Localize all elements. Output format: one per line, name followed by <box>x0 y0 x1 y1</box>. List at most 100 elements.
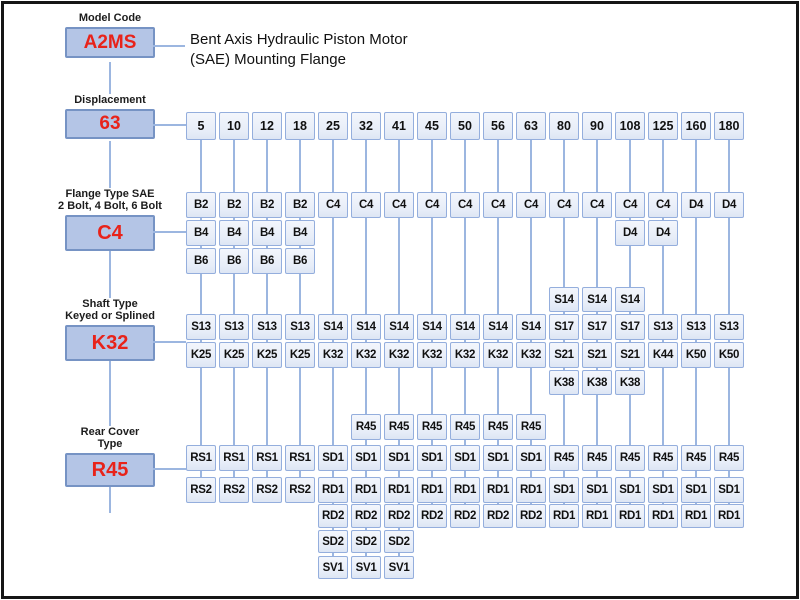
grid-cell-rear-5: SV1 <box>318 556 348 579</box>
grid-cell-rear-3: RD2 <box>450 504 480 528</box>
grid-cell-flange-1: B2 <box>252 192 282 218</box>
grid-cell-flange-1: C4 <box>417 192 447 218</box>
connector-displacement-flange-v <box>109 141 111 188</box>
grid-cell-rear-1: SD1 <box>516 445 546 471</box>
grid-cell-flange-1: B2 <box>285 192 315 218</box>
grid-cell-flange-3: B6 <box>186 248 216 274</box>
grid-cell-shaft-1: S17 <box>582 314 612 340</box>
grid-cell-shaft-2: S21 <box>582 342 612 368</box>
grid-cell-rear-1: SD1 <box>318 445 348 471</box>
grid-cell-rear-1: R45 <box>549 445 579 471</box>
grid-cell-displacement: 45 <box>417 112 447 140</box>
grid-cell-shaft-2: K50 <box>714 342 744 368</box>
grid-cell-flange-1: D4 <box>681 192 711 218</box>
grid-cell-shaft-1: S13 <box>186 314 216 340</box>
title-line-1: Bent Axis Hydraulic Piston Motor <box>190 31 408 48</box>
grid-cell-rear-3: RD2 <box>351 504 381 528</box>
grid-cell-displacement: 180 <box>714 112 744 140</box>
grid-cell-shaft-1: S17 <box>549 314 579 340</box>
shaft-type-label: Shaft Type Keyed or Splined <box>30 298 190 322</box>
grid-cell-displacement: 18 <box>285 112 315 140</box>
grid-cell-displacement: 32 <box>351 112 381 140</box>
flange-type-value-box: C4 <box>65 215 155 251</box>
grid-cell-flange-1: B2 <box>219 192 249 218</box>
grid-cell-rear-upper: R45 <box>417 414 447 440</box>
grid-cell-rear-5: SV1 <box>384 556 414 579</box>
grid-cell-rear-3: RD1 <box>582 504 612 528</box>
flange-type-label-line2: 2 Bolt, 4 Bolt, 6 Bolt <box>58 200 162 212</box>
grid-cell-shaft-2: S21 <box>549 342 579 368</box>
grid-cell-displacement: 125 <box>648 112 678 140</box>
grid-cell-displacement: 5 <box>186 112 216 140</box>
grid-cell-displacement: 50 <box>450 112 480 140</box>
grid-cell-flange-2: D4 <box>615 220 645 246</box>
shaft-type-label-line1: Shaft Type <box>82 298 138 310</box>
grid-cell-shaft-2: K32 <box>417 342 447 368</box>
grid-cell-shaft-lower: K38 <box>549 370 579 395</box>
grid-cell-rear-3: RD2 <box>516 504 546 528</box>
grid-cell-flange-2: B4 <box>285 220 315 246</box>
grid-cell-rear-2: RS2 <box>252 477 282 503</box>
grid-cell-displacement: 10 <box>219 112 249 140</box>
grid-cell-rear-2: SD1 <box>615 477 645 503</box>
grid-cell-rear-upper: R45 <box>384 414 414 440</box>
grid-cell-displacement: 108 <box>615 112 645 140</box>
grid-cell-shaft-1: S13 <box>714 314 744 340</box>
displacement-group: Displacement 63 <box>30 94 190 139</box>
grid-cell-flange-1: C4 <box>384 192 414 218</box>
grid-cell-shaft-1: S13 <box>681 314 711 340</box>
diagram-title: Bent Axis Hydraulic Piston Motor (SAE) M… <box>190 30 408 70</box>
grid-cell-flange-1: C4 <box>549 192 579 218</box>
grid-cell-shaft-1: S14 <box>417 314 447 340</box>
connector-flange-h <box>153 231 186 233</box>
model-code-value-box: A2MS <box>65 27 155 58</box>
grid-cell-rear-1: R45 <box>681 445 711 471</box>
grid-cell-shaft-2: K25 <box>252 342 282 368</box>
grid-cell-shaft-2: K25 <box>285 342 315 368</box>
grid-cell-rear-1: RS1 <box>285 445 315 471</box>
rear-cover-label: Rear Cover Type <box>30 426 190 450</box>
flange-type-label-line1: Flange Type SAE <box>65 188 155 200</box>
grid-cell-shaft-1: S14 <box>318 314 348 340</box>
title-line-2: (SAE) Mounting Flange <box>190 51 346 68</box>
grid-cell-rear-2: RD1 <box>384 477 414 503</box>
grid-cell-shaft-2: K32 <box>351 342 381 368</box>
grid-cell-flange-2: B4 <box>252 220 282 246</box>
rear-cover-value-box: R45 <box>65 453 155 487</box>
grid-cell-shaft-1: S14 <box>384 314 414 340</box>
grid-cell-rear-1: SD1 <box>384 445 414 471</box>
model-code-group: Model Code A2MS <box>30 12 190 58</box>
grid-cell-rear-2: SD1 <box>681 477 711 503</box>
grid-cell-rear-2: RD1 <box>483 477 513 503</box>
grid-cell-shaft-1: S14 <box>516 314 546 340</box>
grid-cell-rear-2: RD1 <box>450 477 480 503</box>
connector-rear-tail-v <box>109 487 111 513</box>
grid-cell-rear-upper: R45 <box>351 414 381 440</box>
grid-cell-flange-1: C4 <box>351 192 381 218</box>
shaft-type-group: Shaft Type Keyed or Splined K32 <box>30 298 190 361</box>
grid-cell-shaft-2: K32 <box>384 342 414 368</box>
grid-cell-shaft-1: S13 <box>648 314 678 340</box>
grid-cell-flange-2: B4 <box>219 220 249 246</box>
grid-cell-shaft-2: K44 <box>648 342 678 368</box>
connector-model-code-h <box>153 45 185 47</box>
grid-cell-flange-1: C4 <box>318 192 348 218</box>
grid-cell-shaft-1: S17 <box>615 314 645 340</box>
flange-type-group: Flange Type SAE 2 Bolt, 4 Bolt, 6 Bolt C… <box>30 188 190 251</box>
connector-shaft-rear-v <box>109 361 111 426</box>
grid-cell-flange-1: D4 <box>714 192 744 218</box>
grid-cell-rear-3: RD1 <box>549 504 579 528</box>
grid-cell-flange-1: C4 <box>450 192 480 218</box>
grid-cell-rear-2: RD1 <box>351 477 381 503</box>
grid-cell-shaft-1: S13 <box>285 314 315 340</box>
rear-cover-group: Rear Cover Type R45 <box>30 426 190 487</box>
grid-cell-rear-3: RD2 <box>318 504 348 528</box>
grid-cell-flange-1: C4 <box>615 192 645 218</box>
grid-cell-shaft-1: S13 <box>252 314 282 340</box>
grid-cell-shaft-2: K50 <box>681 342 711 368</box>
grid-cell-displacement: 160 <box>681 112 711 140</box>
grid-cell-rear-1: R45 <box>615 445 645 471</box>
grid-cell-shaft-lower: K38 <box>582 370 612 395</box>
grid-cell-shaft-1: S14 <box>351 314 381 340</box>
model-code-label: Model Code <box>78 12 142 24</box>
